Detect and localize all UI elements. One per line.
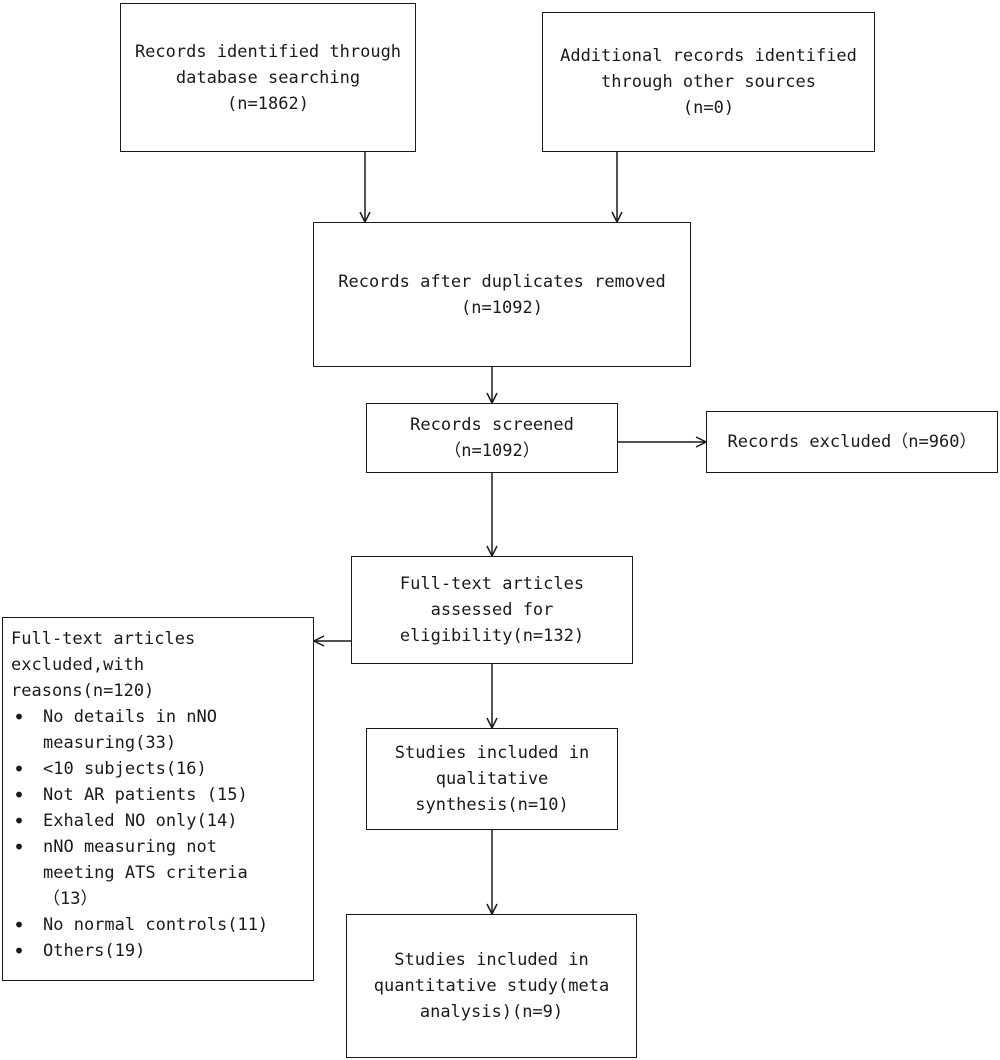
records-identified-database-box: Records identified through database searc… [120, 3, 416, 152]
box-text-line: eligibility(n=132) [399, 626, 585, 646]
box-text-line: Records screened [410, 415, 574, 435]
exclusion-reason-item: <10 subjects(16) [11, 756, 313, 782]
exclusion-reason-item: Not AR patients (15) [11, 782, 313, 808]
box-text-line: Full-text articles [399, 574, 585, 594]
exclusion-reason-text: （13） [43, 889, 98, 909]
exclusion-reason-item: No details in nNO measuring(33) [11, 704, 313, 756]
exclusion-reason-text: <10 subjects(16) [43, 759, 207, 779]
box-text-line: (n=0) [682, 98, 735, 118]
box-text-line: synthesis(n=10) [415, 795, 569, 815]
box-text-line: qualitative [435, 769, 549, 789]
box-text-line: assessed for [430, 600, 554, 620]
records-excluded-box: Records excluded（n=960） [706, 411, 998, 473]
exclusion-reason-text: nNO measuring not [43, 837, 217, 857]
box-text-line: reasons(n=120) [11, 681, 155, 701]
exclusion-reason-item: No normal controls(11) [11, 912, 313, 938]
box-text-line: Records identified through [134, 41, 402, 62]
exclusion-reason-item: nNO measuring not meeting ATS criteria （13… [11, 834, 313, 912]
exclusion-reason-item: Exhaled NO only(14) [11, 808, 313, 834]
full-text-excluded-heading: Full-text articles excluded,with reasons(n… [11, 626, 313, 704]
records-after-duplicates-box: Records after duplicates removed (n=1092) [313, 222, 691, 367]
box-text-line: Full-text articles [11, 629, 196, 649]
records-screened-box: Records screened （n=1092） [366, 403, 618, 473]
full-text-excluded-box: Full-text articles excluded,with reasons(n… [2, 617, 314, 981]
box-text-line: Studies included in [394, 950, 589, 970]
box-text-line: analysis)(n=9) [419, 1002, 564, 1022]
box-text-line: Records after duplicates removed [338, 271, 666, 292]
box-text-line: through other sources [601, 72, 816, 92]
box-text-line: (n=1092) [461, 297, 543, 318]
exclusion-reason-text: Others(19) [43, 941, 146, 961]
studies-quantitative-box: Studies included in quantitative study(me… [346, 914, 637, 1058]
full-text-assessed-box: Full-text articles assessed for eligibilit… [351, 556, 633, 664]
exclusion-reason-text: Not AR patients (15) [43, 785, 248, 805]
exclusion-reason-text: meeting ATS criteria [43, 863, 248, 883]
box-text-line: excluded,with [11, 655, 145, 675]
studies-qualitative-box: Studies included in qualitative synthesis(… [366, 728, 618, 830]
exclusion-reason-text: measuring(33) [43, 733, 177, 753]
box-text-line: Additional records identified [560, 46, 857, 66]
exclusion-reason-text: Exhaled NO only(14) [43, 811, 238, 831]
box-text-line: （n=1092） [444, 441, 540, 461]
box-text-line: (n=1862) [227, 93, 309, 114]
box-text-line: Studies included in [394, 743, 590, 763]
box-text-line: database searching [175, 67, 361, 88]
box-text-line: Records excluded（n=960） [727, 432, 977, 452]
exclusion-reason-text: No details in nNO [43, 707, 217, 727]
exclusion-reason-text: No normal controls(11) [43, 915, 269, 935]
records-identified-other-sources-box: Additional records identified through oth… [542, 12, 875, 152]
exclusion-reasons-list: No details in nNO measuring(33) <10 subjec… [11, 704, 313, 964]
exclusion-reason-item: Others(19) [11, 938, 313, 964]
box-text-line: quantitative study(meta [373, 976, 610, 996]
